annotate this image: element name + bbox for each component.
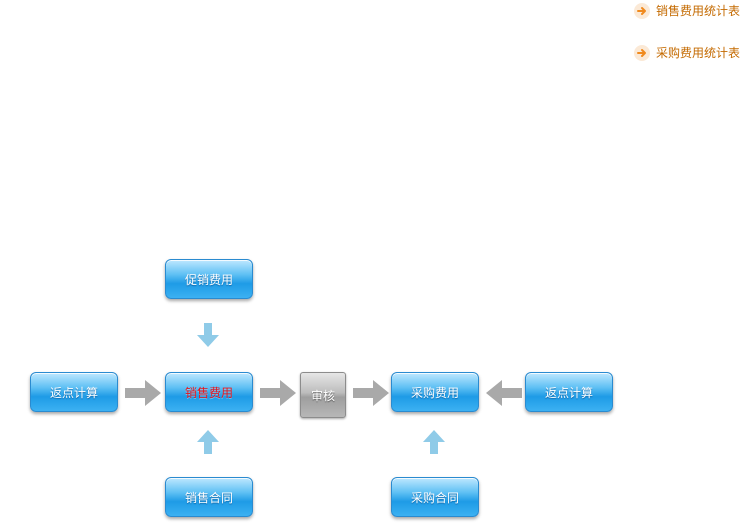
link-label: 采购费用统计表 <box>656 46 741 60</box>
audit-button[interactable]: 审核 <box>300 372 346 418</box>
promo-cost-button[interactable]: 促销费用 <box>165 259 253 299</box>
rebate-calc-right-button[interactable]: 返点计算 <box>525 372 613 412</box>
arrow-right-icon <box>634 44 650 61</box>
link-purchase-cost-report[interactable]: 采购费用统计表 <box>634 44 740 61</box>
arrow-right-icon <box>634 2 650 19</box>
arrow-right-icon <box>353 380 389 406</box>
arrow-left-icon <box>486 380 522 406</box>
arrow-up-icon <box>197 430 219 454</box>
arrow-up-icon <box>423 430 445 454</box>
purchase-cost-button[interactable]: 采购费用 <box>391 372 479 412</box>
sales-contract-button[interactable]: 销售合同 <box>165 477 253 517</box>
link-sales-cost-report[interactable]: 销售费用统计表 <box>634 2 740 19</box>
arrow-right-icon <box>260 380 296 406</box>
rebate-calc-left-button[interactable]: 返点计算 <box>30 372 118 412</box>
purchase-contract-button[interactable]: 采购合同 <box>391 477 479 517</box>
arrow-right-icon <box>125 380 161 406</box>
arrow-down-icon <box>197 323 219 347</box>
sales-cost-button[interactable]: 销售费用 <box>165 372 253 412</box>
link-label: 销售费用统计表 <box>656 4 741 18</box>
